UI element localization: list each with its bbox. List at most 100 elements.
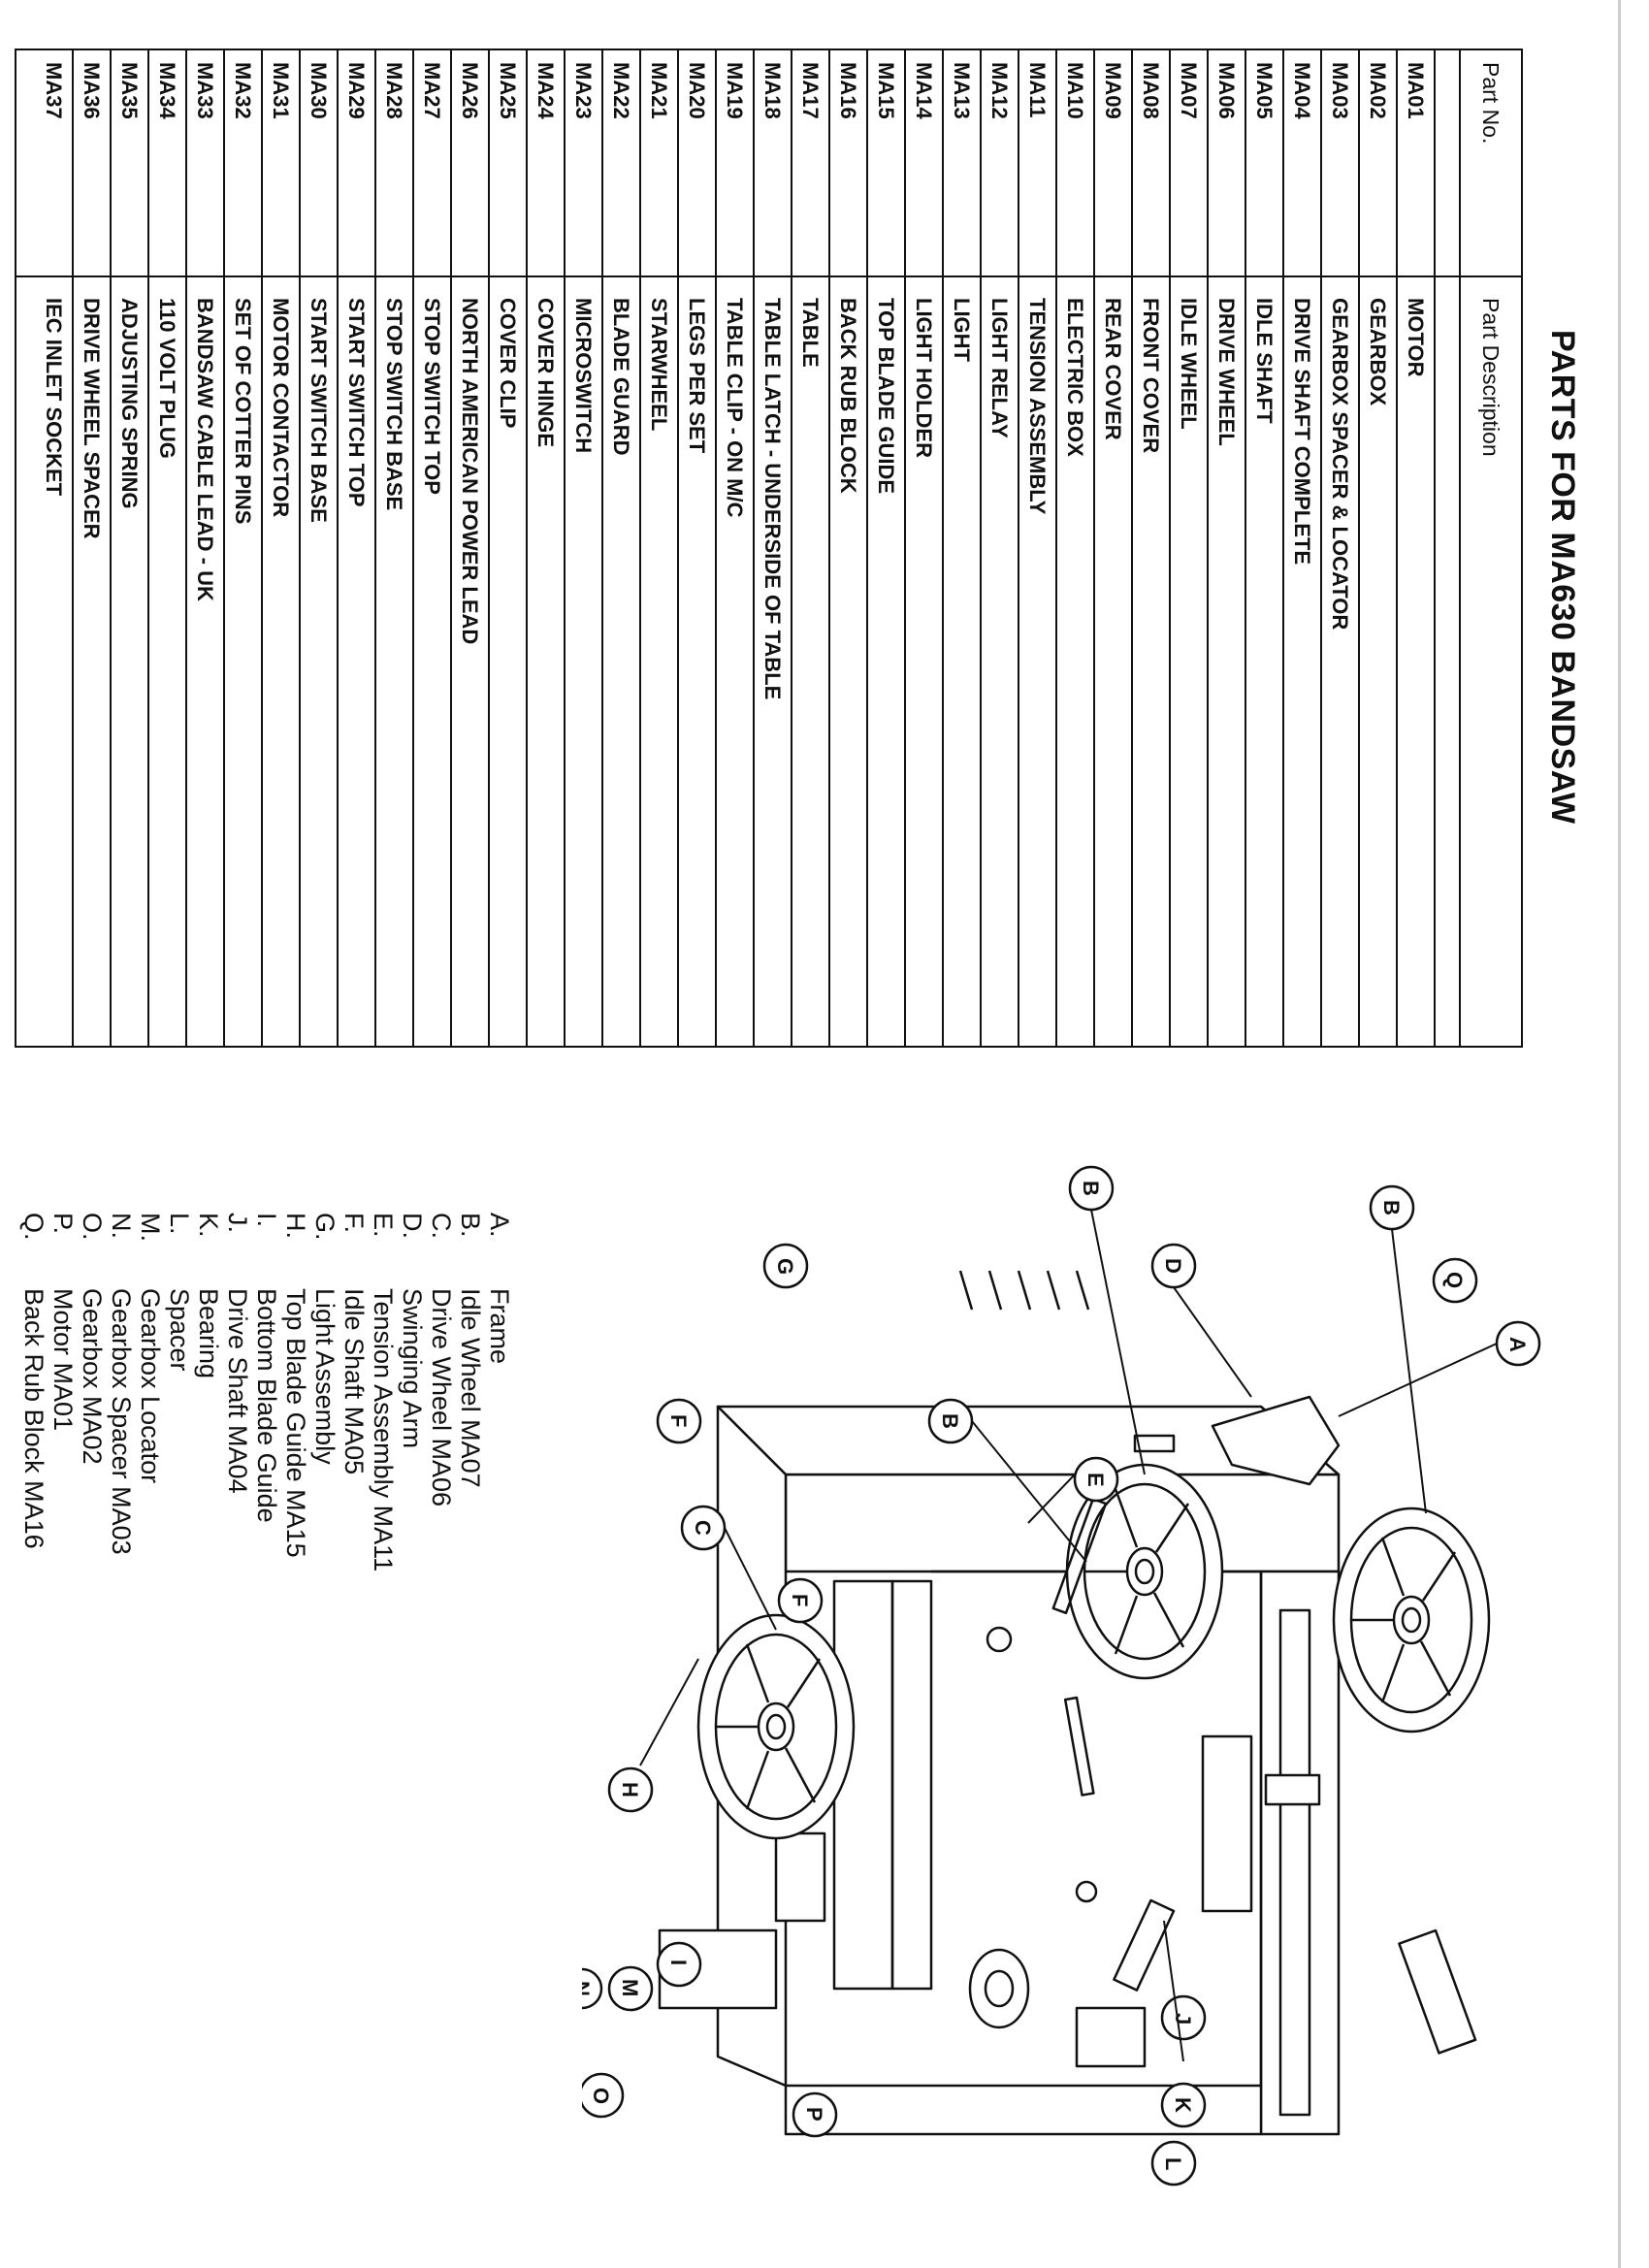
part-number-cell: MA12 [987, 62, 1012, 119]
legend-text: Drive Wheel MA06 [427, 1288, 456, 1507]
part-number-cell: MA29 [344, 62, 369, 119]
part-description-cell: BACK RUB BLOCK [836, 298, 860, 494]
part-description-cell: START SWITCH BASE [307, 298, 331, 523]
svg-text:Q: Q [1442, 1272, 1467, 1288]
exploded-diagram: A B B B C D E F F G H I J K L M N O P Q [582, 1165, 1541, 2187]
svg-text:E: E [1083, 1473, 1108, 1487]
part-description-cell: 110 VOLT PLUG [155, 298, 179, 459]
legend-letter: Q. [19, 1213, 48, 1241]
legend-text: Bearing [194, 1288, 223, 1379]
part-number-cell: MA21 [647, 62, 671, 119]
svg-text:J: J [1171, 2013, 1195, 2025]
part-description-cell: MOTOR [1404, 298, 1428, 377]
part-number-cell: MA02 [1366, 62, 1390, 119]
legend-letter: N. [107, 1213, 136, 1239]
leader-lines [639, 1209, 1498, 2062]
part-number-cell: MA26 [458, 62, 482, 119]
legend-letter: C. [427, 1213, 456, 1239]
legend-text: Idle Shaft MA05 [340, 1288, 369, 1475]
part-description-cell: NORTH AMERICAN POWER LEAD [458, 298, 482, 645]
table-blank-row [1434, 50, 1459, 1046]
part-description-cell: IDLE WHEEL [1177, 298, 1201, 430]
part-description-cell: LIGHT HOLDER [912, 298, 936, 458]
legend-text: Drive Shaft MA04 [223, 1288, 252, 1494]
part-description-cell: FRONT COVER [1139, 298, 1163, 454]
table-header-row: Part No. Part Description [1459, 50, 1521, 1046]
part-description-cell: BANDSAW CABLE LEAD - UK [193, 298, 217, 601]
svg-text:I: I [666, 1960, 691, 1965]
part-description-cell: LEGS PER SET [685, 298, 709, 454]
legend-text: Gearbox MA02 [78, 1288, 107, 1465]
legend-letter: I. [252, 1213, 281, 1228]
svg-text:N: N [582, 1981, 594, 1996]
part-number-cell: MA06 [1214, 62, 1239, 119]
part-description-cell: STOP SWITCH TOP [420, 298, 444, 495]
callout-markers: A B B B C D E F F G H I J K L M N O P Q [582, 1165, 1541, 2187]
legend-letter: B. [456, 1213, 485, 1238]
part-description-cell: SET OF COTTER PINS [231, 298, 255, 525]
legend-text: Spacer [165, 1288, 194, 1372]
legend-text: Gearbox Locator [136, 1288, 165, 1484]
part-description-cell: COVER HINGE [534, 298, 558, 448]
part-number-cell: MA31 [269, 62, 293, 119]
legend-letter: G. [310, 1213, 340, 1241]
part-description-cell: ADJUSTING SPRING [117, 298, 142, 509]
legend-letter: M. [136, 1213, 165, 1242]
part-number-cell: MA35 [117, 62, 142, 119]
part-description-cell: REAR COVER [1101, 298, 1125, 440]
svg-text:F: F [666, 1414, 691, 1427]
part-description-cell: IEC INLET SOCKET [42, 298, 66, 497]
part-number-cell: MA37 [42, 62, 66, 119]
part-number-cell: MA15 [874, 62, 898, 119]
header-part-no: Part No. [1478, 62, 1504, 145]
part-number-cell: MA30 [307, 62, 331, 119]
legend-text: Top Blade Guide MA15 [281, 1288, 310, 1558]
svg-text:F: F [788, 1594, 812, 1606]
part-number-cell: MA33 [193, 62, 217, 119]
svg-text:K: K [1171, 2097, 1195, 2113]
part-description-cell: ELECTRIC BOX [1063, 298, 1087, 457]
legend-letter: J. [223, 1213, 252, 1234]
part-number-cell: MA24 [534, 62, 558, 119]
part-number-cell: MA10 [1063, 62, 1087, 119]
part-description-cell: LIGHT RELAY [987, 298, 1012, 438]
legend-letter: P. [48, 1213, 78, 1235]
legend-letter: A. [485, 1213, 514, 1238]
svg-text:B: B [1079, 1181, 1103, 1196]
legend-letter: E. [369, 1213, 398, 1238]
part-number-cell: MA03 [1328, 62, 1352, 119]
part-number-cell: MA22 [609, 62, 633, 119]
part-description-cell: MOTOR CONTACTOR [269, 298, 293, 518]
part-number-cell: MA13 [950, 62, 974, 119]
legend-letter: D. [398, 1213, 427, 1239]
part-number-cell: MA08 [1139, 62, 1163, 119]
legend-text: Idle Wheel MA07 [456, 1288, 485, 1488]
legend-text: Light Assembly [310, 1288, 340, 1465]
part-description-cell: STOP SWITCH BASE [382, 298, 406, 511]
part-number-cell: MA20 [685, 62, 709, 119]
part-description-cell: TABLE [798, 298, 823, 368]
scan-edge-line [1618, 0, 1621, 2268]
part-description-cell: TABLE LATCH - UNDERSIDE OF TABLE [760, 298, 785, 700]
